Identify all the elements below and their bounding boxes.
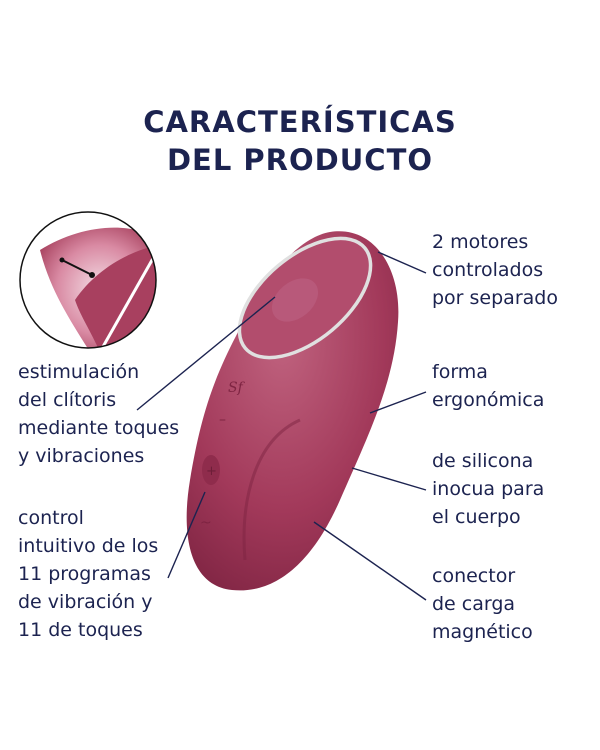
title-line-1: CARACTERÍSTICAS	[143, 105, 457, 139]
brand-logo: Sf	[228, 380, 246, 396]
label-line: de carga	[432, 593, 516, 615]
feature-intuitive-control: control intuitivo de los 11 programas de…	[18, 504, 158, 644]
label-line: ergonómica	[432, 389, 545, 411]
label-line: de vibración y	[18, 591, 153, 613]
plus-button-icon: +	[206, 464, 217, 479]
label-line: 11 de toques	[18, 619, 143, 641]
wave-icon: ~	[200, 515, 212, 531]
callout-lines	[136, 251, 427, 601]
label-line: y vibraciones	[18, 445, 145, 467]
motion-arrow-icon	[61, 259, 93, 276]
page-title: CARACTERÍSTICAS DEL PRODUCTO	[0, 103, 600, 179]
label-line: 11 programas	[18, 563, 151, 585]
detail-circle	[20, 212, 156, 348]
label-line: intuitivo de los	[18, 535, 159, 557]
label-line: por separado	[432, 287, 558, 309]
touch-pad	[271, 278, 319, 322]
label-line: del clítoris	[18, 389, 117, 411]
label-line: estimulación	[18, 361, 140, 383]
silver-ring	[237, 236, 373, 360]
label-line: control	[18, 507, 84, 529]
label-line: magnético	[432, 621, 533, 643]
label-line: forma	[432, 361, 488, 383]
label-line: mediante toques	[18, 417, 180, 439]
label-line: 2 motores	[432, 231, 529, 253]
product-body	[186, 231, 399, 591]
minus-button-icon: –	[219, 412, 226, 428]
plus-button	[202, 455, 220, 485]
product-curve	[242, 418, 301, 561]
label-line: controlados	[432, 259, 544, 281]
feature-magnetic-charger: conector de carga magnético	[432, 562, 533, 646]
label-line: conector	[432, 565, 516, 587]
feature-motors: 2 motores controlados por separado	[432, 228, 558, 312]
title-line-2: DEL PRODUCTO	[166, 143, 434, 177]
feature-clitoral-stimulation: estimulación del clítoris mediante toque…	[18, 358, 179, 470]
label-line: el cuerpo	[432, 506, 521, 528]
feature-silicone: de silicona inocua para el cuerpo	[432, 447, 544, 531]
label-line: inocua para	[432, 478, 545, 500]
feature-ergonomic: forma ergonómica	[432, 358, 544, 414]
label-line: de silicona	[432, 450, 534, 472]
